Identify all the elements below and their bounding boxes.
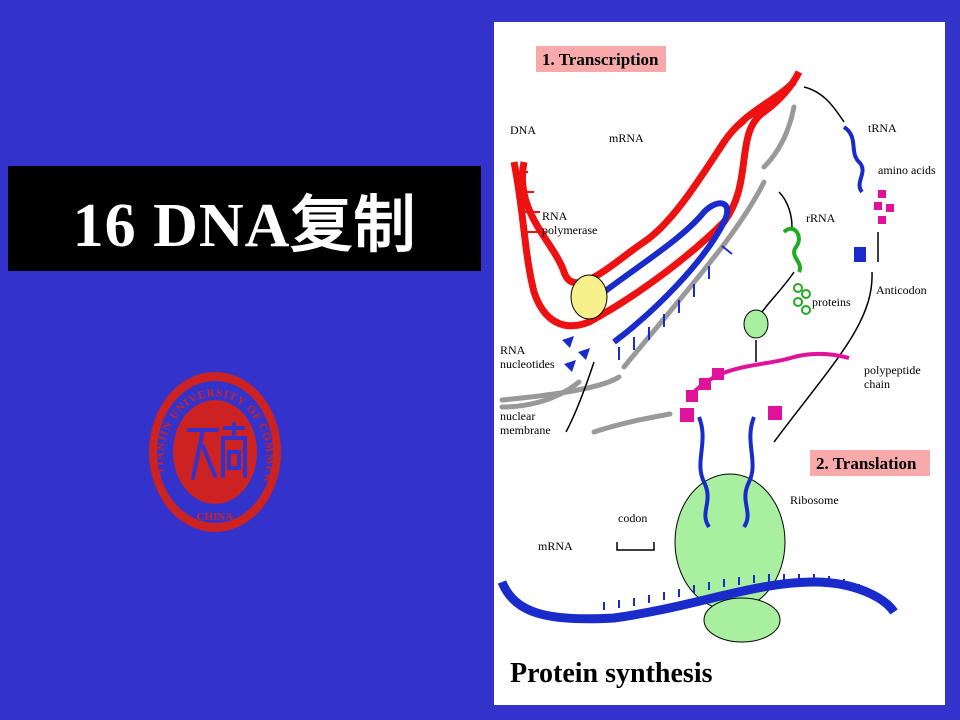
anticodon-label: Anticodon [876,283,927,297]
mrna-bottom-label: mRNA [538,539,573,553]
dna-helix [510,70,803,330]
university-seal-logo: TIANJIN UNIVERSITY OF COMMERCE CHINA [145,368,281,532]
polypeptide-label-2: chain [864,377,890,391]
nuclear-membrane [499,104,797,435]
codon-label: codon [618,511,647,525]
dna-label: DNA [510,123,536,137]
mrna-top-label: mRNA [609,131,644,145]
rna-nucleotides [562,336,590,372]
ribosome-subunit [743,309,769,339]
figure-caption: Protein synthesis [510,658,713,689]
transcription-label: 1. Transcription [542,50,659,69]
trna-label: tRNA [868,121,897,135]
mrna-transcript [602,200,731,345]
proteins-label: proteins [812,295,851,309]
polypeptide-label-1: polypeptide [864,363,921,377]
rna-polymerase-label-2: polymerase [542,223,597,237]
mrna-codon-teeth [603,574,860,610]
ribosome-label: Ribosome [790,493,839,507]
rrna-molecule [782,226,803,273]
nuclear-membrane-label-1: nuclear [500,409,535,423]
amino-acids [874,190,894,224]
svg-text:CHINA: CHINA [197,511,234,523]
translation-label: 2. Translation [816,454,917,473]
rrna-label: rRNA [806,211,836,225]
translation-label-box [810,450,930,476]
rna-polymerase [570,274,608,320]
rna-nucleotides-label-2: nucleotides [500,357,555,371]
rna-nucleotides-label-1: RNA [500,343,526,357]
codon-bracket [616,542,655,551]
nuclear-membrane-label-2: membrane [500,423,551,437]
proteins [793,283,811,315]
protein-synthesis-figure: 1. Transcription 2. Translation [494,22,945,705]
trna-molecule [842,125,865,194]
amino-acids-label: amino acids [878,163,936,177]
transcription-label-box [536,46,666,72]
anticodon-trna [854,247,866,262]
rna-polymerase-label-1: RNA [542,209,568,223]
slide-title: 16 DNA复制 [8,166,481,271]
mrna-translated [497,577,898,624]
